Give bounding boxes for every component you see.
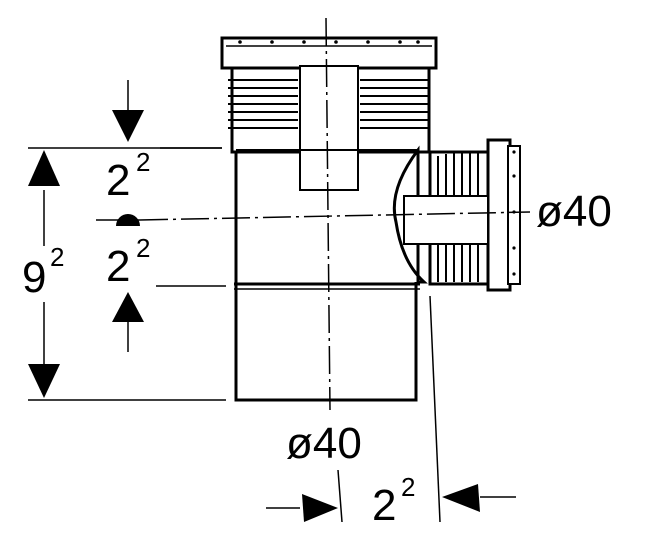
dim-total-height: 9 2 [22, 242, 64, 302]
dim-main-diameter: ø40 [286, 419, 362, 468]
svg-text:2: 2 [401, 472, 415, 502]
dim-branch-offset: 2 2 [372, 472, 415, 530]
arrow-down-total [28, 364, 60, 398]
arrow-right-bottom [302, 494, 338, 522]
center-marker [116, 214, 140, 226]
arrow-up-lower [112, 292, 144, 322]
arrow-up-total [28, 150, 60, 186]
dimension-lines [28, 80, 516, 523]
arrowheads [28, 110, 480, 522]
branch-socket [392, 138, 521, 292]
svg-text:9: 9 [22, 253, 46, 302]
dim-lower-offset: 2 2 [106, 233, 150, 291]
svg-text:2: 2 [136, 233, 150, 263]
arrow-down-upper [112, 110, 144, 142]
center-lines [139, 17, 531, 411]
svg-text:2: 2 [136, 147, 150, 177]
arrow-left-bottom [442, 484, 480, 512]
svg-text:2: 2 [50, 242, 64, 272]
svg-text:2: 2 [106, 242, 130, 291]
svg-text:2: 2 [372, 481, 396, 530]
main-pipe-body [234, 150, 420, 402]
svg-text:2: 2 [106, 156, 130, 205]
dim-upper-offset: 2 2 [106, 147, 150, 205]
dim-branch-diameter: ø40 [536, 187, 612, 236]
upper-socket [220, 36, 438, 191]
